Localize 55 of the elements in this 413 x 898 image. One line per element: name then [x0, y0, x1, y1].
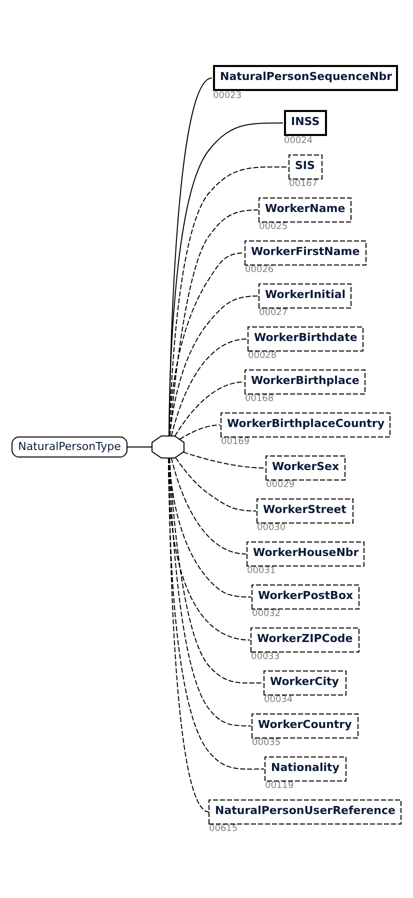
- node-octagon: [152, 435, 184, 458]
- node-label: 00023: [213, 90, 242, 101]
- node-box: INSS: [284, 110, 327, 136]
- connector: [168, 457, 252, 597]
- node-box: WorkerBirthplaceCountry: [220, 412, 390, 437]
- node-box: WorkerStreet: [256, 498, 354, 523]
- node-label: 00030: [257, 522, 286, 533]
- connector: [168, 457, 264, 770]
- connector: [174, 381, 244, 436]
- node-box: WorkerCity: [264, 670, 346, 695]
- connector: [175, 456, 256, 511]
- connector: [168, 122, 284, 436]
- node-label: 00034: [264, 694, 293, 705]
- node-label: 00033: [251, 652, 280, 662]
- node-box: WorkerName: [258, 197, 352, 222]
- node-label: 00028: [248, 350, 277, 361]
- node-box: NaturalPersonUserReference: [208, 799, 402, 824]
- node-label: 00032: [252, 608, 281, 619]
- node-box: SIS: [288, 154, 322, 179]
- connector: [168, 252, 244, 436]
- connector: [179, 424, 220, 440]
- node-label: 00024: [284, 136, 313, 146]
- node-label: 00027: [259, 308, 288, 318]
- node-box: WorkerZIPCode: [250, 627, 360, 652]
- node-label: 00167: [289, 178, 318, 189]
- connector: [169, 457, 264, 684]
- node-box: WorkerBirthplace: [244, 369, 366, 394]
- node-label: 00119: [265, 780, 294, 791]
- node-box: NaturalPersonType: [12, 436, 128, 457]
- connector: [168, 457, 250, 640]
- node-box: NaturalPersonSequenceNbr: [213, 64, 398, 90]
- node-label: 00615: [209, 824, 238, 834]
- node-box: WorkerPostBox: [252, 584, 360, 609]
- node-label: 00035: [252, 738, 281, 748]
- node-label: 00168: [245, 394, 274, 404]
- node-box: WorkerSex: [266, 455, 346, 480]
- node-box: WorkerBirthdate: [248, 326, 364, 351]
- node-box: WorkerFirstName: [244, 240, 366, 265]
- node-label: 00169: [221, 436, 250, 447]
- node-box: WorkerInitial: [258, 283, 352, 308]
- connector: [170, 457, 246, 554]
- node-box: WorkerHouseNbr: [246, 541, 364, 566]
- connector: [169, 295, 258, 436]
- node-box: WorkerCountry: [252, 713, 358, 738]
- node-label: 00031: [247, 566, 276, 576]
- connector: [126, 446, 152, 447]
- node-label: 00026: [245, 264, 274, 275]
- node-box: Nationality: [264, 756, 346, 781]
- connector: [168, 457, 252, 726]
- node-label: 00029: [266, 480, 295, 490]
- connector: [170, 338, 248, 436]
- connector: [169, 209, 258, 436]
- connector: [168, 166, 288, 436]
- node-label: 00025: [259, 222, 288, 232]
- connector: [182, 451, 266, 468]
